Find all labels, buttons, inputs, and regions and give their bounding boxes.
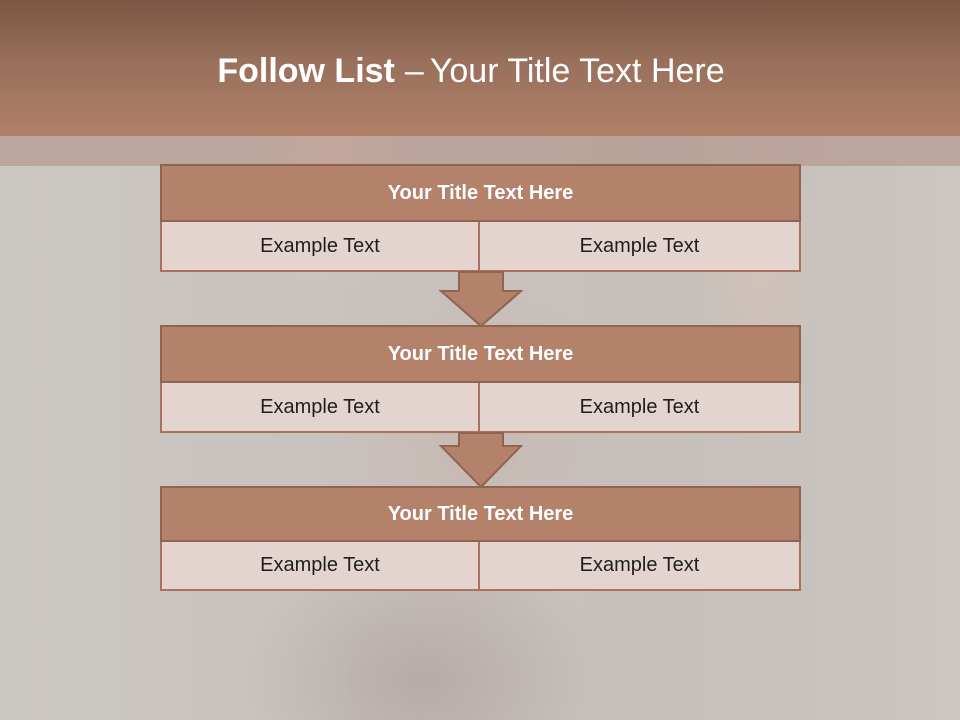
step-cell-left: Example Text — [160, 542, 480, 591]
step-cell-left: Example Text — [160, 383, 480, 433]
slide-title-separator: – — [404, 52, 424, 90]
slide-title: Follow List–Your Title Text Here — [0, 52, 942, 91]
step-row: Example Text Example Text — [160, 383, 801, 433]
step-row: Example Text Example Text — [160, 222, 801, 272]
header-band — [0, 136, 960, 166]
slide-title-bold: Follow List — [217, 52, 395, 90]
slide-title-rest: Your Title Text Here — [429, 52, 725, 90]
step-title: Your Title Text Here — [160, 325, 801, 383]
step-block-2: Your Title Text Here Example Text Exampl… — [160, 325, 801, 433]
header-bar — [0, 0, 960, 136]
down-arrow-icon — [439, 432, 523, 488]
down-arrow-icon — [439, 271, 523, 327]
step-block-3: Your Title Text Here Example Text Exampl… — [160, 486, 801, 591]
step-title: Your Title Text Here — [160, 164, 801, 222]
step-cell-left: Example Text — [160, 222, 480, 272]
step-title: Your Title Text Here — [160, 486, 801, 542]
step-block-1: Your Title Text Here Example Text Exampl… — [160, 164, 801, 272]
step-cell-right: Example Text — [480, 383, 801, 433]
step-cell-right: Example Text — [480, 542, 801, 591]
step-row: Example Text Example Text — [160, 542, 801, 591]
step-cell-right: Example Text — [480, 222, 801, 272]
